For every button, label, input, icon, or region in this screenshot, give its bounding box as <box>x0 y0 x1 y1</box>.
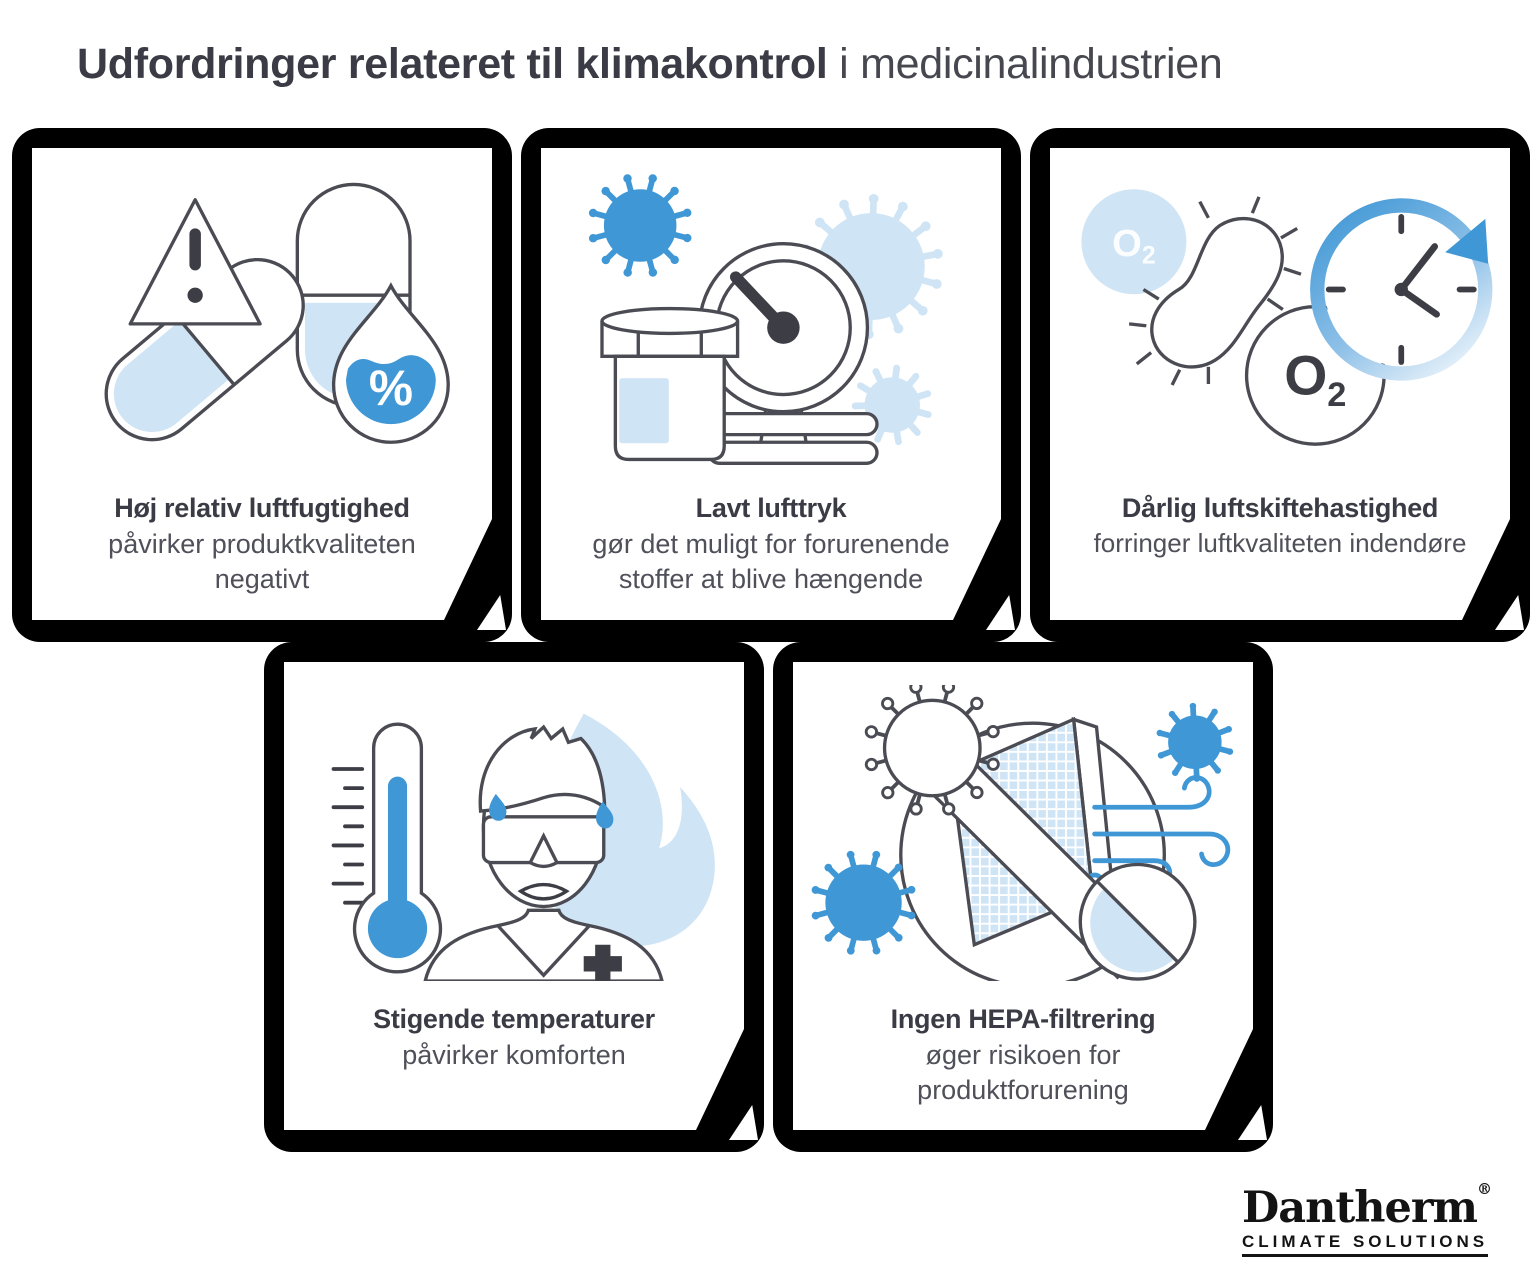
card-air-exchange-description: forringer luftkvaliteten indendøre <box>1093 528 1467 559</box>
exclamation-icon <box>189 228 200 270</box>
thermometer-icon <box>355 724 441 972</box>
card-air-pressure: Lavt lufttryk gør det muligt for foruren… <box>521 128 1021 642</box>
card-temperature: Stigende temperaturer påvirker komforten <box>264 642 764 1152</box>
medical-cross-icon <box>584 945 622 981</box>
virus-icon <box>852 364 932 444</box>
folded-corner <box>1238 1105 1267 1140</box>
folded-corner <box>729 1105 758 1140</box>
dantherm-logo-text: Dantherm <box>1241 1183 1478 1233</box>
dantherm-logo-tagline: CLIMATE SOLUTIONS <box>1241 1232 1489 1257</box>
card-hepa-icon-wrap <box>793 662 1253 1004</box>
folded-corner <box>986 595 1015 630</box>
card-temperature-icon-wrap <box>284 662 744 1004</box>
cards-row-top: % Høj relativ luftfugtighed påvirker pro… <box>12 128 1530 642</box>
page-title-light: i medicinalindustrien <box>839 40 1223 88</box>
card-air-pressure-inner: Lavt lufttryk gør det muligt for foruren… <box>541 148 1001 620</box>
sweat-drop-icon <box>489 794 506 821</box>
dantherm-logo-brand: Dantherm® <box>1242 1182 1492 1230</box>
card-hepa-inner: Ingen HEPA-filtrering øger risikoen for … <box>793 662 1253 1130</box>
card-humidity-title: Høj relativ luftfugtighed <box>114 493 410 523</box>
virus-icon <box>589 174 692 277</box>
bacteria-icon <box>1129 196 1301 384</box>
o2-label: O <box>1284 344 1327 406</box>
svg-text:O2: O2 <box>1284 344 1346 413</box>
card-air-pressure-description: gør det muligt for forurenende stoffer a… <box>592 529 950 595</box>
cards-row-bottom: Stigende temperaturer påvirker komforten <box>264 642 1273 1152</box>
virus-icon <box>866 685 998 814</box>
card-air-exchange-inner: O2 <box>1050 148 1510 620</box>
folded-corner <box>1495 595 1524 630</box>
o2-bubble-icon <box>1081 189 1186 294</box>
virus-icon <box>812 851 916 955</box>
card-air-pressure-icon-wrap <box>541 148 1001 493</box>
card-humidity-inner: % Høj relativ luftfugtighed påvirker pro… <box>32 148 492 620</box>
card-hepa-description: øger risikoen for produktforurening <box>917 1040 1129 1106</box>
card-temperature-description: påvirker komforten <box>402 1040 626 1071</box>
worker-icon <box>425 727 662 981</box>
card-humidity-description: påvirker produktkvaliteten negativt <box>108 529 416 595</box>
percent-label: % <box>369 360 413 416</box>
registered-trademark-icon: ® <box>1477 1180 1492 1198</box>
bacteria-oxygen-clock-icon: O2 <box>1065 173 1495 469</box>
page-title: Udfordringer relateret til klimakontrol … <box>77 40 1223 89</box>
folded-corner <box>477 595 506 630</box>
card-hepa: Ingen HEPA-filtrering øger risikoen for … <box>773 642 1273 1152</box>
card-air-pressure-title: Lavt lufttryk <box>695 493 847 523</box>
card-temperature-inner: Stigende temperaturer påvirker komforten <box>284 662 744 1130</box>
no-hepa-filter-airflow-icon <box>808 685 1238 981</box>
virus-icon <box>1157 703 1234 782</box>
page-title-bold: Udfordringer relateret til klimakontrol <box>77 40 828 88</box>
pill-bottle-pressure-gauge-virus-icon <box>556 173 986 469</box>
card-hepa-title: Ingen HEPA-filtrering <box>890 1004 1156 1034</box>
thermometer-scale-icon <box>334 769 363 903</box>
petri-dish-icon <box>1080 865 1195 980</box>
card-air-exchange-title: Dårlig luftskiftehastighed <box>1121 493 1439 523</box>
clock-cycle-icon <box>1317 205 1488 373</box>
svg-text:O2: O2 <box>1112 222 1156 270</box>
card-temperature-title: Stigende temperaturer <box>373 1004 655 1034</box>
sweat-drop-icon <box>596 801 613 828</box>
mouth-icon <box>521 885 567 899</box>
card-humidity-icon-wrap: % <box>32 148 492 493</box>
capsules-warning-humidity-icon: % <box>47 173 477 469</box>
o2-label: O <box>1112 222 1142 265</box>
card-air-exchange-icon-wrap: O2 <box>1050 148 1510 493</box>
card-humidity: % Høj relativ luftfugtighed påvirker pro… <box>12 128 512 642</box>
thermometer-sweating-worker-flame-icon <box>299 685 729 981</box>
dantherm-logo: Dantherm® CLIMATE SOLUTIONS <box>1241 1182 1492 1257</box>
card-air-exchange: O2 <box>1030 128 1530 642</box>
